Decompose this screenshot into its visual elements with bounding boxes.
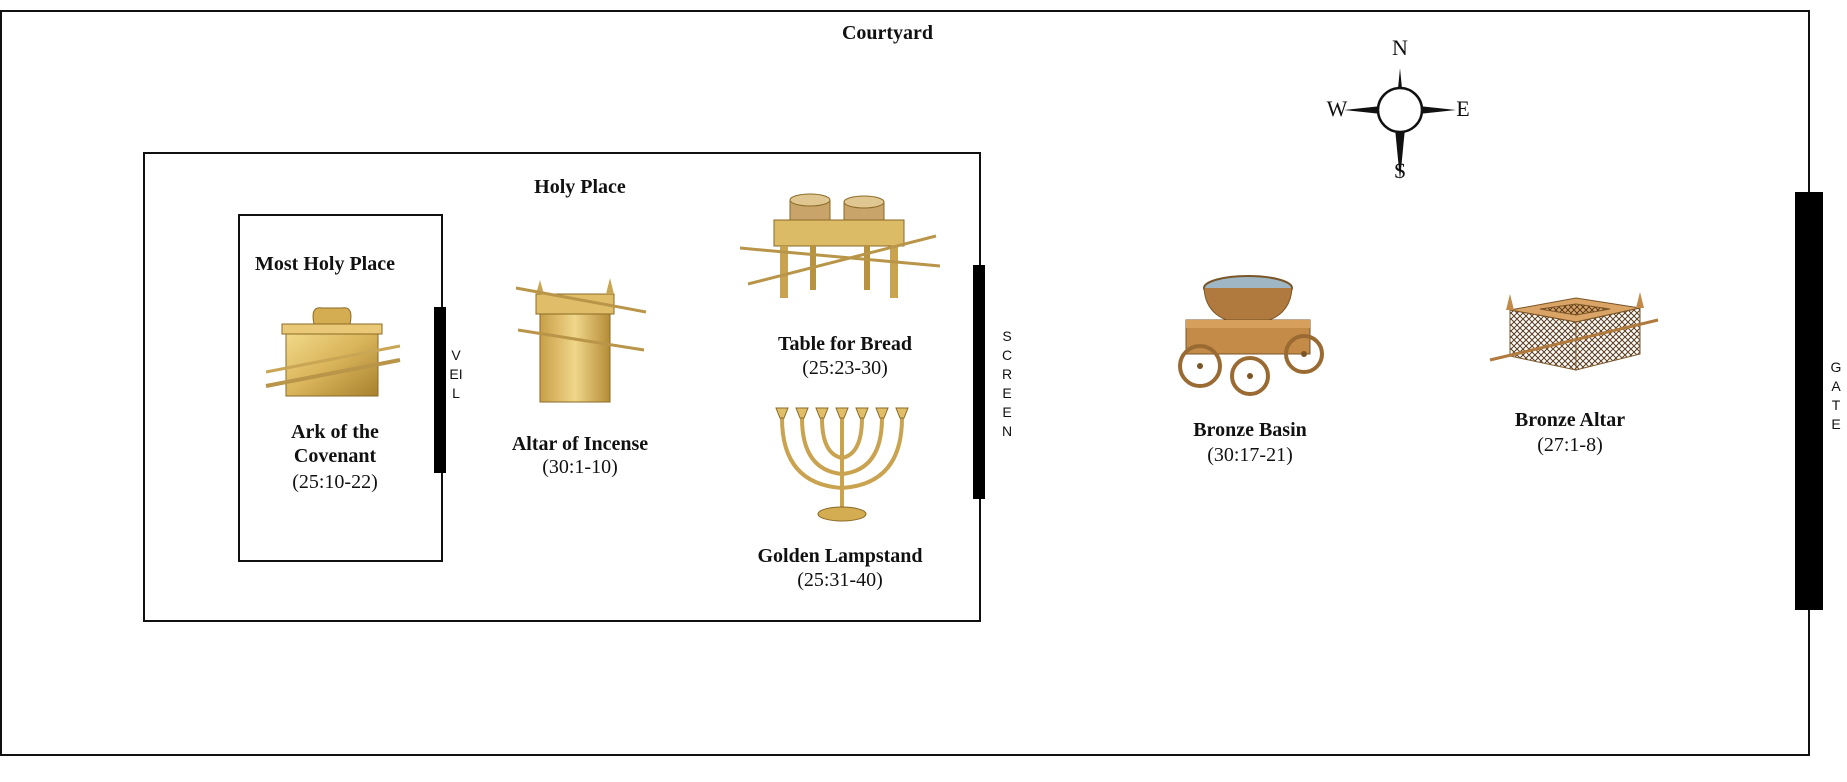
lampstand-name: Golden Lampstand (757, 545, 923, 567)
bronze-altar-name: Bronze Altar (1514, 409, 1626, 431)
ark-name-line1: Ark of the (291, 421, 379, 443)
ark-name-line2: Covenant (293, 445, 377, 467)
bronze-altar-icon (1489, 292, 1659, 371)
gate-label: GATE (1830, 359, 1842, 432)
bronze-altar-ref: (27:1-8) (1537, 434, 1603, 456)
holy-place-title: Holy Place (534, 176, 626, 198)
veil-bar (434, 307, 446, 473)
bronze-basin-name: Bronze Basin (1193, 419, 1307, 441)
ark-icon (265, 307, 401, 397)
compass-west: W (1326, 96, 1348, 121)
compass-rose-icon (1344, 68, 1456, 180)
lampstand-ref: (25:31-40) (797, 569, 883, 591)
basin-icon (1178, 275, 1324, 396)
compass-south: S (1393, 158, 1407, 183)
screen-bar (973, 265, 985, 499)
most-holy-place-title: Most Holy Place (255, 253, 395, 275)
incense-altar-name: Altar of Incense (511, 433, 649, 455)
lampstand-icon (775, 407, 909, 522)
compass: N S W E (1320, 30, 1480, 190)
bread-table-ref: (25:23-30) (802, 357, 888, 379)
courtyard-title: Courtyard (841, 22, 934, 44)
screen-label: SCREEN (1001, 328, 1013, 439)
incense-altar-icon (515, 278, 647, 403)
incense-altar-ref: (30:1-10) (542, 456, 618, 478)
gate-bar (1795, 192, 1823, 610)
bronze-basin-ref: (30:17-21) (1207, 444, 1293, 466)
veil-label: VEIL (449, 347, 463, 401)
ark-ref: (25:10-22) (292, 471, 378, 493)
compass-north: N (1392, 35, 1408, 60)
compass-east: E (1456, 96, 1470, 121)
bread-table-icon (739, 193, 941, 298)
bread-table-name: Table for Bread (777, 333, 913, 355)
